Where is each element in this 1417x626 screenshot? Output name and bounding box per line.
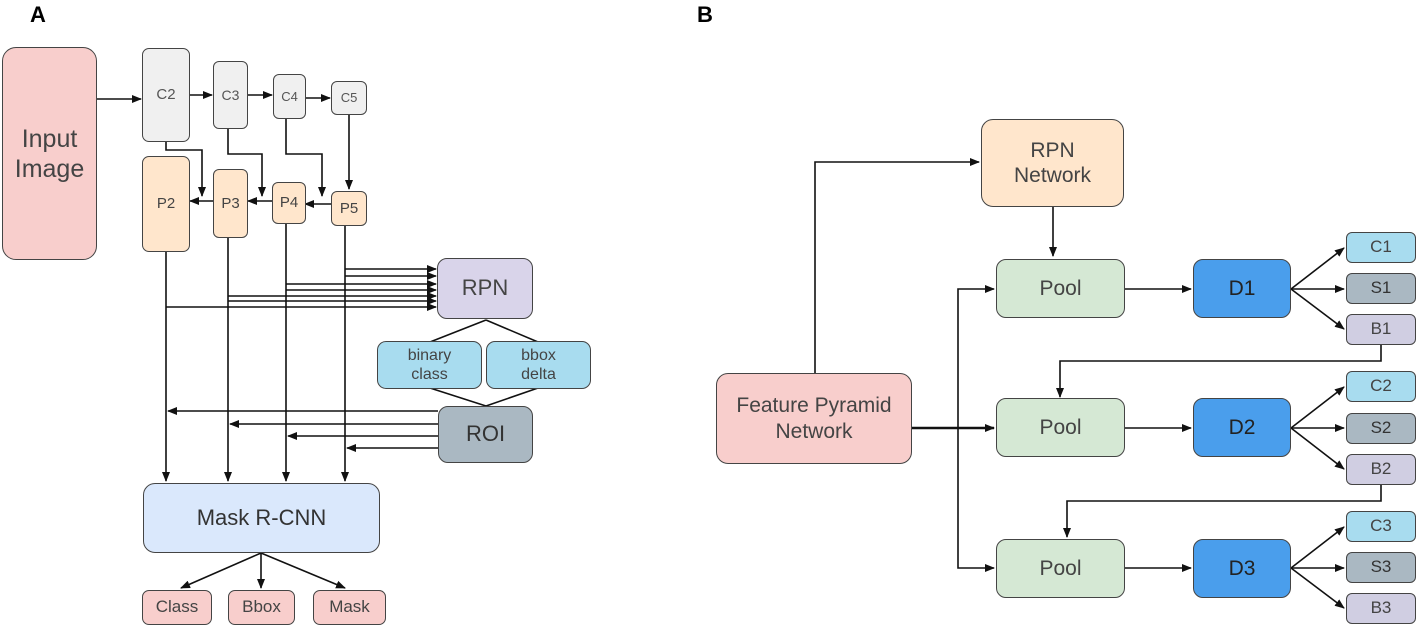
rpn-network-box: RPN Network xyxy=(981,119,1124,207)
s2-output-box: S2 xyxy=(1346,413,1416,444)
p4-block: P4 xyxy=(272,182,306,224)
c3-output-box: C3 xyxy=(1346,511,1416,542)
rpn-box: RPN xyxy=(437,258,533,319)
c1-output-box: C1 xyxy=(1346,232,1416,263)
roi-box: ROI xyxy=(438,406,533,463)
p5-block: P5 xyxy=(331,191,367,226)
d3-box: D3 xyxy=(1193,539,1291,598)
pool-box-3: Pool xyxy=(996,539,1125,598)
c2-output-box: C2 xyxy=(1346,371,1416,402)
feature-pyramid-box: Feature Pyramid Network xyxy=(716,373,912,464)
c2-block: C2 xyxy=(142,48,190,142)
output-mask-box: Mask xyxy=(313,590,386,625)
s1-output-box: S1 xyxy=(1346,273,1416,304)
d2-box: D2 xyxy=(1193,398,1291,457)
binary-class-box: binary class xyxy=(377,341,482,389)
pool-box-1: Pool xyxy=(996,259,1125,318)
panel-a-label: A xyxy=(30,2,46,27)
output-bbox-box: Bbox xyxy=(228,590,295,625)
c4-block: C4 xyxy=(273,74,306,119)
p2-block: P2 xyxy=(142,156,190,252)
c3-block: C3 xyxy=(213,61,248,129)
s3-output-box: S3 xyxy=(1346,552,1416,583)
panel-b-label: B xyxy=(697,2,713,27)
mask-rcnn-box: Mask R-CNN xyxy=(143,483,380,553)
output-class-box: Class xyxy=(142,590,212,625)
c5-block: C5 xyxy=(331,81,367,115)
pool-box-2: Pool xyxy=(996,398,1125,457)
b2-output-box: B2 xyxy=(1346,454,1416,485)
b3-output-box: B3 xyxy=(1346,593,1416,624)
input-image-box: Input Image xyxy=(2,47,97,260)
b1-output-box: B1 xyxy=(1346,314,1416,345)
p3-block: P3 xyxy=(213,169,248,238)
bbox-delta-box: bbox delta xyxy=(486,341,591,389)
d1-box: D1 xyxy=(1193,259,1291,318)
